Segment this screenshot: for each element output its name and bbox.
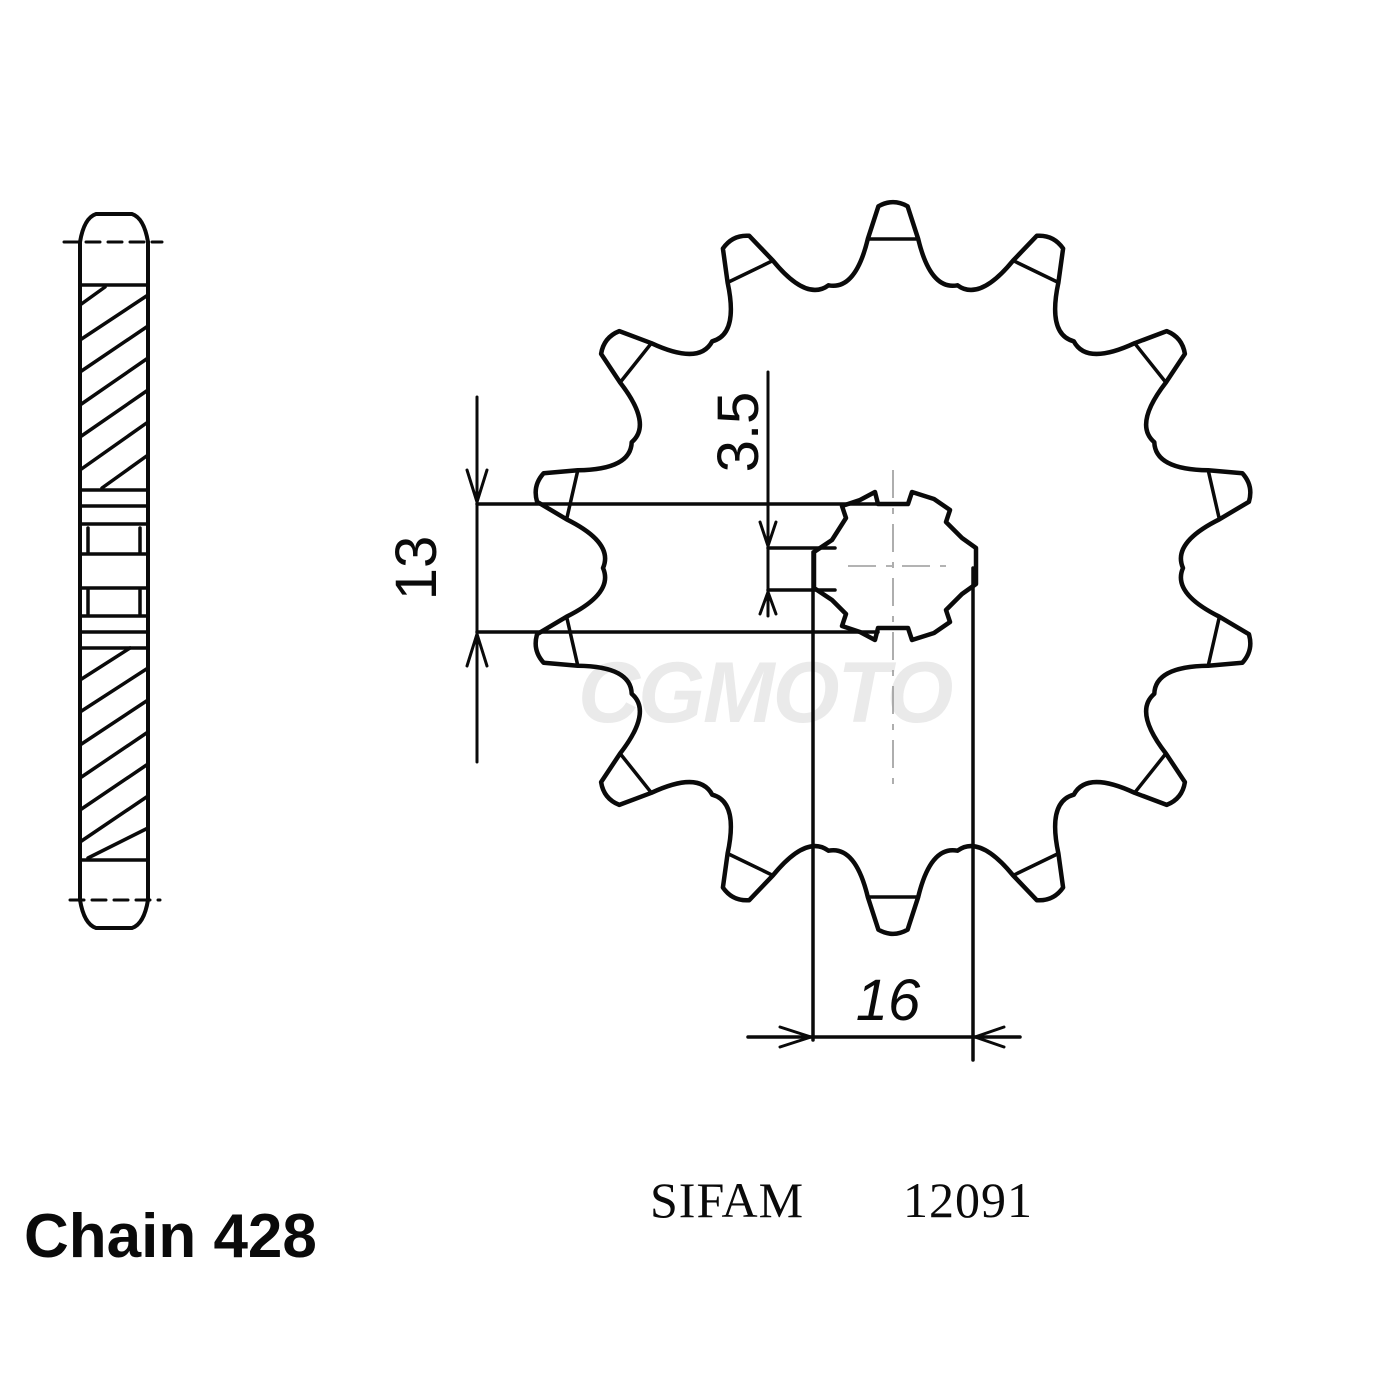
tooth-chord [618, 341, 654, 385]
dimension-13-label: 13 [384, 536, 449, 601]
watermark: CGMOTO [578, 645, 953, 741]
brand-label: SIFAM [650, 1172, 804, 1228]
tooth-chord [725, 258, 775, 285]
dimension-3-5: 3.5 [706, 370, 837, 618]
sprocket-face-view [533, 199, 1253, 937]
tooth-chord [564, 468, 580, 522]
dimension-13: 13 [384, 395, 880, 764]
tooth-chord [1011, 258, 1061, 285]
tooth-chord [618, 751, 654, 795]
hatch-bottom [78, 646, 150, 860]
tooth-chord [1206, 468, 1222, 522]
side-profile-view [62, 212, 164, 930]
tooth-chord [725, 851, 775, 878]
dimension-16-label: 16 [856, 968, 921, 1033]
hatch-top [78, 285, 150, 490]
tooth-chord [1011, 851, 1061, 878]
dimension-3-5-label: 3.5 [706, 392, 771, 473]
part-number-label: 12091 [903, 1172, 1033, 1228]
chain-label: Chain 428 [24, 1202, 317, 1271]
tooth-chords [564, 237, 1222, 899]
tooth-chord [564, 614, 580, 668]
dimension-16: 16 [746, 550, 1022, 1062]
tooth-chord [1132, 341, 1168, 385]
tooth-chord [1132, 751, 1168, 795]
tooth-chord [1206, 614, 1222, 668]
splined-bore [811, 489, 979, 643]
spline-section [78, 488, 150, 650]
